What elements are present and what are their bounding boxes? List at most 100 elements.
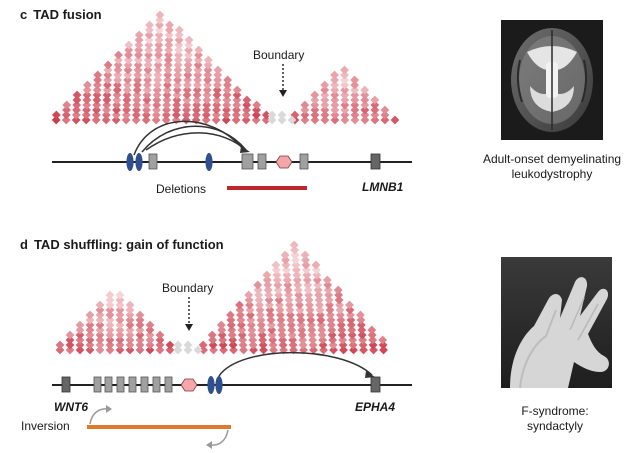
- heatmap-cell: [326, 310, 335, 320]
- heatmap-cell: [369, 345, 378, 355]
- heatmap-cell: [95, 335, 105, 345]
- heatmap-cell: [172, 105, 181, 115]
- heatmap-cell: [308, 340, 318, 350]
- heatmap-cell: [132, 85, 142, 95]
- heatmap-cell: [154, 25, 164, 35]
- heatmap-cell: [192, 105, 201, 115]
- heatmap-cell: [252, 100, 262, 110]
- heatmap-cell: [103, 65, 113, 75]
- heatmap-cell: [184, 40, 194, 50]
- heatmap-cell: [92, 105, 101, 115]
- heatmap-cell: [235, 305, 245, 315]
- heatmap-cell: [154, 40, 164, 50]
- heatmap-cell: [238, 335, 248, 345]
- heatmap-cell: [232, 100, 242, 110]
- heatmap-cell: [330, 90, 340, 100]
- heatmap-cell: [266, 315, 276, 325]
- heatmap-cell: [92, 85, 102, 95]
- heatmap-cell: [115, 315, 125, 325]
- heatmap-cell: [193, 80, 202, 90]
- heatmap-cell: [203, 70, 213, 80]
- heatmap-cell: [173, 60, 183, 70]
- enhancer-oval: [215, 376, 223, 394]
- heatmap-cell: [379, 345, 388, 355]
- heatmap-cell: [105, 305, 115, 315]
- panel-c-boundary-arrow: [279, 64, 287, 97]
- heatmap-cell: [103, 80, 112, 90]
- heatmap-cell: [316, 310, 325, 320]
- heatmap-cell: [368, 340, 378, 350]
- heatmap-cell: [286, 320, 296, 330]
- heatmap-cell: [102, 90, 112, 100]
- heatmap-cell: [144, 25, 154, 35]
- heatmap-cell: [267, 330, 277, 340]
- heatmap-cell: [105, 295, 115, 305]
- heatmap-cell: [125, 300, 135, 310]
- lmnb1-gene-box: [370, 153, 381, 170]
- heatmap-cell: [228, 335, 238, 345]
- heatmap-cell: [51, 110, 61, 120]
- panel-d-contact-arc: [218, 351, 375, 378]
- brain-mri-image: [501, 20, 603, 140]
- heatmap-cell: [208, 340, 218, 350]
- heatmap-cell: [328, 335, 338, 345]
- heatmap-cell: [281, 260, 291, 270]
- heatmap-cell: [213, 70, 223, 80]
- heatmap-cell: [125, 320, 135, 330]
- heatmap-cell: [95, 325, 105, 335]
- heatmap-cell: [324, 290, 334, 300]
- heatmap-cell: [102, 95, 112, 105]
- heatmap-cell: [145, 335, 155, 345]
- heatmap-cell: [333, 285, 343, 295]
- heatmap-cell: [134, 50, 143, 60]
- heatmap-cell: [290, 245, 300, 255]
- heatmap-cell: [330, 70, 339, 80]
- ctcf-hexagon: [180, 378, 198, 392]
- heatmap-cell: [329, 345, 338, 355]
- heatmap-cell: [310, 100, 320, 110]
- heatmap-cell: [232, 90, 242, 100]
- heatmap-cell: [95, 330, 105, 340]
- heatmap-cell: [174, 40, 184, 50]
- heatmap-cell: [253, 280, 263, 290]
- heatmap-cell: [380, 115, 390, 125]
- heatmap-cell: [356, 315, 366, 325]
- heatmap-cell: [256, 310, 265, 320]
- heatmap-cell: [296, 320, 306, 330]
- heatmap-cell: [173, 65, 183, 75]
- heatmap-cell: [248, 340, 258, 350]
- heatmap-cell: [163, 75, 173, 85]
- hand-xray-image: [501, 257, 612, 389]
- heatmap-cell: [350, 110, 360, 120]
- heatmap-cell: [378, 335, 388, 345]
- heatmap-cell: [297, 330, 307, 340]
- heatmap-cell: [172, 85, 182, 95]
- heatmap-cell: [340, 75, 350, 85]
- heatmap-cell: [51, 115, 61, 125]
- heatmap-cell: [271, 260, 281, 270]
- heatmap-cell: [320, 90, 330, 100]
- heatmap-cell: [319, 345, 328, 355]
- heatmap-cell: [346, 315, 356, 325]
- heatmap-cell: [115, 290, 125, 300]
- heatmap-cell: [113, 55, 123, 65]
- panel-c-heatmap: [51, 10, 400, 125]
- heatmap-cell: [244, 295, 254, 305]
- boundary-cell: [173, 345, 183, 355]
- heatmap-cell: [223, 80, 232, 90]
- heatmap-cell: [262, 275, 272, 285]
- heatmap-cell: [151, 115, 161, 125]
- heatmap-cell: [347, 330, 357, 340]
- heatmap-cell: [142, 105, 151, 115]
- heatmap-cell: [316, 320, 326, 330]
- heatmap-cell: [219, 345, 228, 355]
- heatmap-cell: [191, 110, 201, 120]
- heatmap-cell: [155, 15, 165, 25]
- heatmap-cell: [301, 255, 310, 265]
- heatmap-cell: [72, 100, 82, 110]
- heatmap-cell: [211, 110, 221, 120]
- heatmap-cell: [320, 100, 330, 110]
- heatmap-cell: [165, 20, 174, 30]
- heatmap-cell: [326, 320, 336, 330]
- heatmap-cell: [228, 340, 238, 350]
